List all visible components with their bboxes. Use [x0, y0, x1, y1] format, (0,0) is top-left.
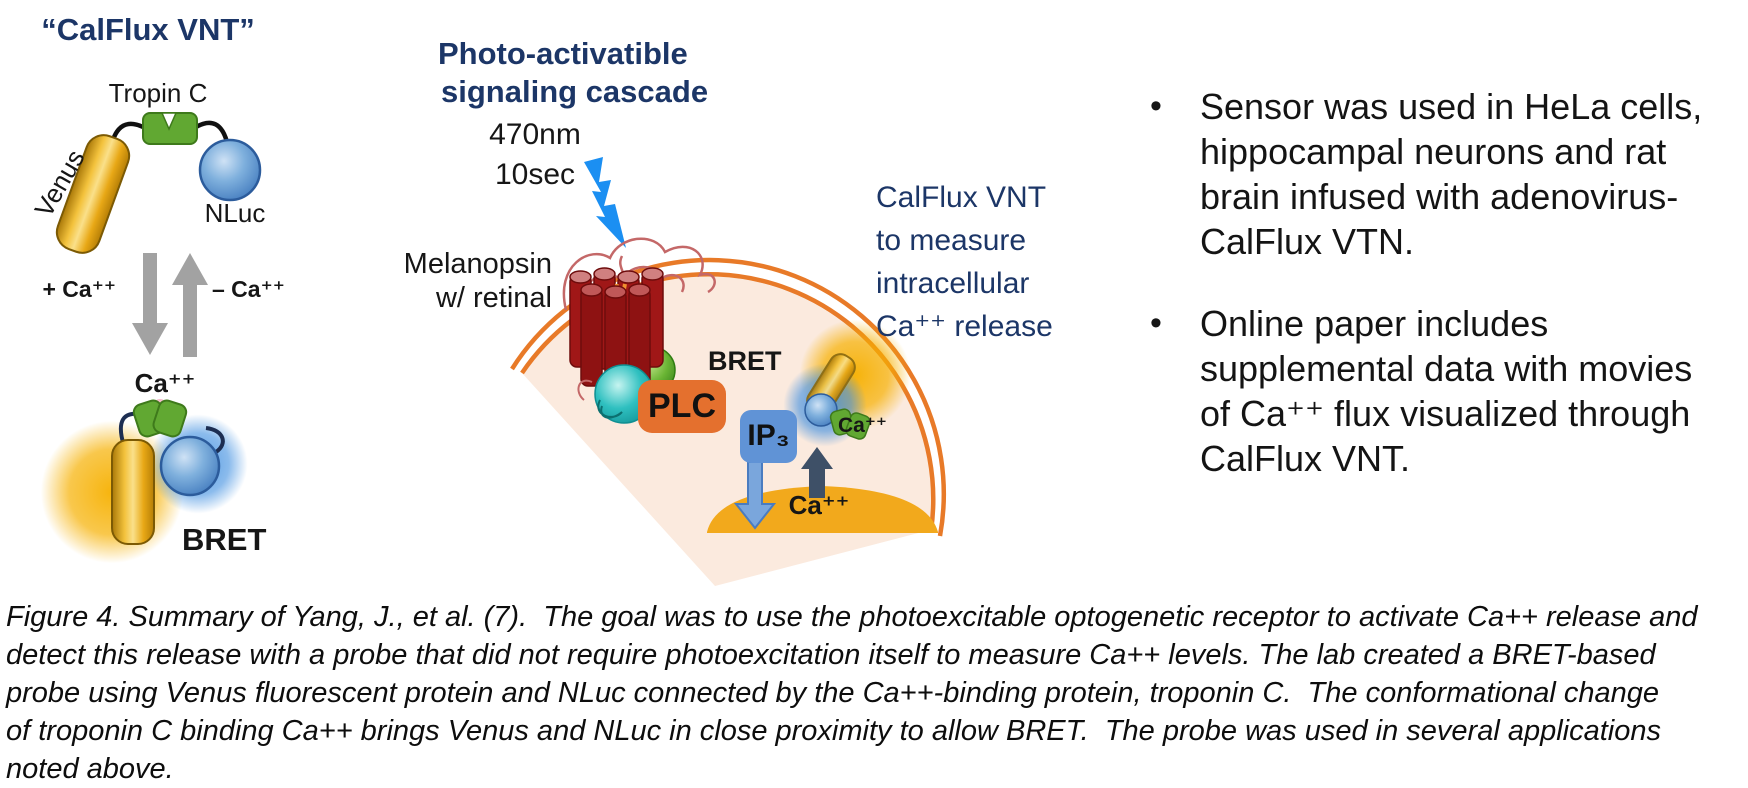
venus-cylinder — [55, 134, 131, 254]
calflux-note: CalFlux VNT to measure intracellular Ca⁺… — [876, 176, 1096, 348]
figure-caption: Figure 4. Summary of Yang, J., et al. (7… — [6, 598, 1748, 788]
bullet-icon: • — [1150, 87, 1162, 125]
troponin-clamp — [132, 399, 188, 438]
ca-release-arrow-icon — [801, 447, 833, 498]
bullet1-line3: brain infused with adenovirus- — [1200, 176, 1679, 217]
caption-line4: of troponin C binding Ca++ brings Venus … — [6, 715, 1661, 747]
tropin-c-label: Tropin C — [108, 78, 208, 108]
unbound-sensor-graphic — [55, 112, 262, 254]
bullet1-line1: Sensor was used in HeLa cells, — [1200, 86, 1703, 127]
stimulus-duration-label: 10sec — [494, 158, 576, 191]
bret-label-middle: BRET — [708, 346, 782, 376]
bound-sensor-graphic — [17, 397, 260, 580]
nluc-label: NLuc — [204, 198, 266, 228]
melanopsin-label-line1: Melanopsin — [403, 248, 552, 280]
bullet1-line4: CalFlux VTN. — [1200, 221, 1415, 262]
bullet-icon: • — [1150, 304, 1162, 342]
venus-cylinder-bound — [111, 439, 155, 545]
ip3-arrow-icon — [733, 461, 777, 530]
lightning-bolt-icon — [584, 157, 626, 248]
bullet2-text: Online paper includes supplemental data … — [1200, 301, 1692, 481]
plus-ca-label: + Ca⁺⁺ — [42, 276, 116, 302]
equilibrium-arrows — [132, 253, 208, 357]
plc-box: PLC — [638, 380, 726, 433]
ca-ion-label: Ca⁺⁺ — [134, 368, 196, 398]
stimulus-wavelength-label: 470nm — [489, 118, 581, 151]
melanopsin-label-line2: w/ retinal — [435, 282, 552, 314]
note-line1: CalFlux VNT — [876, 181, 1047, 214]
minus-ca-label: – Ca⁺⁺ — [212, 276, 285, 302]
up-arrow-icon — [172, 253, 208, 357]
troponin-notch — [160, 112, 178, 131]
bullet1-text: Sensor was used in HeLa cells, hippocamp… — [1200, 84, 1702, 264]
nluc-sphere-bound — [159, 435, 221, 497]
bullet1-line2: hippocampal neurons and rat — [1200, 131, 1667, 172]
note-line4: Ca⁺⁺ release — [876, 310, 1053, 343]
melanopsin-bundle — [569, 267, 664, 391]
note-line3: intracellular — [876, 267, 1030, 300]
probe-title: “CalFlux VNT” — [41, 12, 255, 47]
bullet2-line2: supplemental data with movies — [1200, 348, 1693, 389]
bullet2-line4: CalFlux VNT. — [1200, 438, 1411, 479]
bullet-item-applications: • Sensor was used in HeLa cells, hippoca… — [1150, 84, 1702, 264]
ip3-box: IP₃ — [740, 410, 797, 463]
g-protein-loop — [597, 399, 623, 419]
calflux-probe-schematic — [17, 112, 262, 580]
cell-diagram-graphic — [510, 157, 947, 586]
summary-bullets: • Sensor was used in HeLa cells, hippoca… — [1150, 70, 1748, 490]
cascade-title-line1: Photo-activatible — [438, 36, 688, 71]
store-ca-label: Ca⁺⁺ — [788, 490, 850, 520]
sensor-ca-label: Ca⁺⁺ — [838, 414, 888, 437]
signaling-cascade-diagram: Photo-activatible signaling cascade 470n… — [370, 20, 1053, 600]
down-arrow-icon — [132, 253, 168, 355]
cascade-title-line2: signaling cascade — [441, 74, 709, 109]
caption-line3: probe using Venus fluorescent protein an… — [6, 677, 1659, 709]
caption-line5: noted above. — [6, 753, 174, 785]
note-line2: to measure — [876, 224, 1027, 257]
nluc-sphere-mini — [804, 393, 838, 427]
intracellular-sensor-graphic — [773, 301, 929, 457]
er-store-dome — [707, 486, 938, 533]
bullet-item-supplemental: • Online paper includes supplemental dat… — [1150, 301, 1692, 481]
bret-label: BRET — [182, 522, 267, 557]
bullet2-line1: Online paper includes — [1200, 303, 1549, 344]
troponin-clamp-mini — [829, 408, 871, 440]
nluc-sphere — [198, 138, 262, 202]
bullet2-line3: of Ca⁺⁺ flux visualized through — [1200, 393, 1691, 434]
caption-line1: Figure 4. Summary of Yang, J., et al. (7… — [6, 601, 1698, 633]
caption-line2: detect this release with a probe that di… — [6, 639, 1656, 671]
